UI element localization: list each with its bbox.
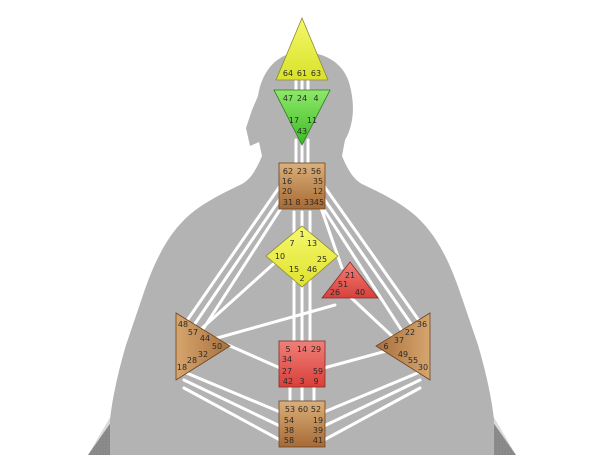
- ajna-gate-11: 11: [307, 116, 317, 125]
- spleen-gate-32: 32: [198, 350, 208, 359]
- spleen-center[interactable]: 48 57 44 50 32 28 18: [175, 312, 231, 381]
- ego-center[interactable]: 21 51 26 40: [321, 261, 379, 299]
- solar-gate-55: 55: [408, 356, 418, 365]
- root-gate-52: 52: [311, 405, 321, 414]
- sacral-gate-42: 42: [283, 377, 293, 386]
- ajna-gate-47: 47: [283, 94, 293, 103]
- g-gate-13: 13: [307, 239, 317, 248]
- ego-gate-51: 51: [338, 280, 348, 289]
- throat-center[interactable]: 62 23 56 16 35 20 12 31 8 33 45: [278, 162, 326, 210]
- sacral-gate-3: 3: [299, 377, 304, 386]
- solar-gate-37: 37: [394, 336, 404, 345]
- spleen-gate-44: 44: [200, 334, 210, 343]
- sacral-gate-59: 59: [313, 367, 323, 376]
- root-gate-38: 38: [284, 426, 294, 435]
- root-center[interactable]: 53 60 52 54 19 38 39 58 41: [278, 400, 326, 448]
- g-center[interactable]: 1 7 13 10 25 15 46 2: [265, 225, 339, 288]
- sacral-gate-34: 34: [282, 355, 292, 364]
- throat-gate-33: 33: [304, 198, 314, 207]
- ego-gate-26: 26: [330, 288, 340, 297]
- spleen-gate-18: 18: [177, 363, 187, 372]
- root-gate-60: 60: [298, 405, 308, 414]
- sacral-gate-29: 29: [311, 345, 321, 354]
- throat-gate-8: 8: [295, 198, 300, 207]
- g-gate-15: 15: [289, 265, 299, 274]
- head-center[interactable]: 64 61 63: [275, 16, 329, 81]
- throat-gate-31: 31: [283, 198, 293, 207]
- throat-gate-20: 20: [282, 187, 292, 196]
- throat-gate-45: 45: [314, 198, 324, 207]
- solar-gate-22: 22: [405, 328, 415, 337]
- sacral-gate-9: 9: [313, 377, 318, 386]
- g-gate-1: 1: [299, 230, 304, 239]
- g-gate-46: 46: [307, 265, 317, 274]
- ego-gate-21: 21: [345, 271, 355, 280]
- head-gate-61: 61: [297, 69, 307, 78]
- sacral-gate-5: 5: [285, 345, 290, 354]
- ajna-gate-4: 4: [313, 94, 318, 103]
- ajna-gate-17: 17: [289, 116, 299, 125]
- head-gate-64: 64: [283, 69, 293, 78]
- throat-gate-23: 23: [297, 167, 307, 176]
- g-gate-10: 10: [275, 252, 285, 261]
- root-gate-19: 19: [313, 416, 323, 425]
- spleen-gate-50: 50: [212, 342, 222, 351]
- solar-gate-6: 6: [383, 342, 388, 351]
- head-gate-63: 63: [311, 69, 321, 78]
- channels: [182, 78, 422, 442]
- root-gate-39: 39: [313, 426, 323, 435]
- spleen-gate-28: 28: [187, 356, 197, 365]
- throat-gate-56: 56: [311, 167, 321, 176]
- throat-gate-62: 62: [283, 167, 293, 176]
- solar-gate-30: 30: [418, 363, 428, 372]
- g-gate-7: 7: [289, 239, 294, 248]
- g-gate-25: 25: [317, 255, 327, 264]
- sacral-center[interactable]: 5 14 29 34 27 59 42 3 9: [278, 340, 326, 388]
- sacral-gate-14: 14: [297, 345, 307, 354]
- ajna-center[interactable]: 47 24 4 17 11 43: [273, 89, 331, 146]
- solar-plexus-center[interactable]: 36 22 37 6 49 55 30: [375, 312, 431, 381]
- root-gate-58: 58: [284, 436, 294, 445]
- root-gate-41: 41: [313, 436, 323, 445]
- ego-gate-40: 40: [355, 288, 365, 297]
- throat-gate-35: 35: [313, 177, 323, 186]
- sacral-gate-27: 27: [282, 367, 292, 376]
- solar-gate-36: 36: [417, 320, 427, 329]
- root-gate-53: 53: [285, 405, 295, 414]
- solar-gate-49: 49: [398, 350, 408, 359]
- ajna-gate-43: 43: [297, 127, 307, 136]
- root-gate-54: 54: [284, 416, 294, 425]
- spleen-gate-57: 57: [188, 328, 198, 337]
- throat-gate-16: 16: [282, 177, 292, 186]
- ajna-gate-24: 24: [297, 94, 307, 103]
- g-gate-2: 2: [299, 274, 304, 283]
- throat-gate-12: 12: [313, 187, 323, 196]
- spleen-gate-48: 48: [178, 320, 188, 329]
